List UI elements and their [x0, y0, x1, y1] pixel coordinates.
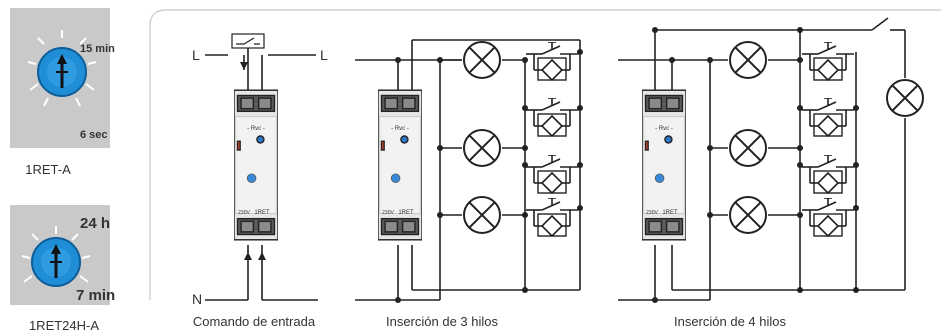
diagram-caption: Inserción de 4 hilos	[674, 314, 787, 329]
push-button-icon	[525, 98, 579, 137]
module-voltage-label: 230V	[238, 210, 250, 216]
diagram-insercion-4-hilos: - Rvc - 1RET 230V	[618, 17, 924, 329]
dial-max-label: 24 h	[80, 215, 110, 232]
lamp-icon	[729, 41, 767, 79]
product-name-label: 1RET-A	[25, 162, 71, 177]
diagram-frame	[149, 9, 941, 300]
neutral-label: N	[192, 291, 202, 307]
dial-max-label: 15 min	[80, 43, 115, 55]
module-voltage-label: 230V	[382, 210, 394, 216]
module-brand-label: - Rvc -	[247, 126, 265, 132]
module-model-label: 1RET	[398, 210, 414, 216]
module-brand-label: - Rvc -	[391, 126, 409, 132]
push-button-icon	[525, 155, 579, 194]
diagram-insercion-3-hilos: - Rvc - 1RET 230V	[355, 39, 583, 329]
diagram-caption: Comando de entrada	[193, 314, 316, 329]
push-button-icon	[525, 42, 579, 81]
timer-module	[378, 89, 422, 241]
product-name-label: 1RET24H-A	[29, 318, 99, 333]
push-button-icon	[801, 155, 855, 194]
product-1ret-a: 15 min 6 sec 1RET-A	[10, 8, 115, 177]
push-button-icon	[801, 98, 855, 137]
line-right-label: L	[320, 47, 328, 63]
lamp-icon	[463, 41, 501, 79]
lamp-icon	[729, 196, 767, 234]
push-button-icon	[525, 198, 579, 237]
timer-module	[234, 89, 278, 241]
diagram-caption: Inserción de 3 hilos	[386, 314, 499, 329]
diagram-comando-de-entrada: L L N - Rvc - 1RET 230V Comando de entra…	[192, 33, 328, 329]
module-model-label: 1RET	[254, 210, 270, 216]
dial-min-label: 7 min	[76, 287, 115, 304]
push-button-icon	[801, 198, 855, 237]
lamp-icon	[463, 196, 501, 234]
dial-min-label: 6 sec	[80, 129, 108, 141]
lamp-icon	[729, 129, 767, 167]
line-left-label: L	[192, 47, 200, 63]
push-button-icon	[801, 42, 855, 81]
module-model-label: 1RET	[662, 210, 678, 216]
timer-module	[642, 89, 686, 241]
lamp-icon	[463, 129, 501, 167]
lamp-icon	[886, 79, 924, 117]
module-voltage-label: 230V	[646, 210, 658, 216]
product-1ret24h-a: 24 h 7 min 1RET24H-A	[10, 205, 115, 333]
module-brand-label: - Rvc -	[655, 126, 673, 132]
